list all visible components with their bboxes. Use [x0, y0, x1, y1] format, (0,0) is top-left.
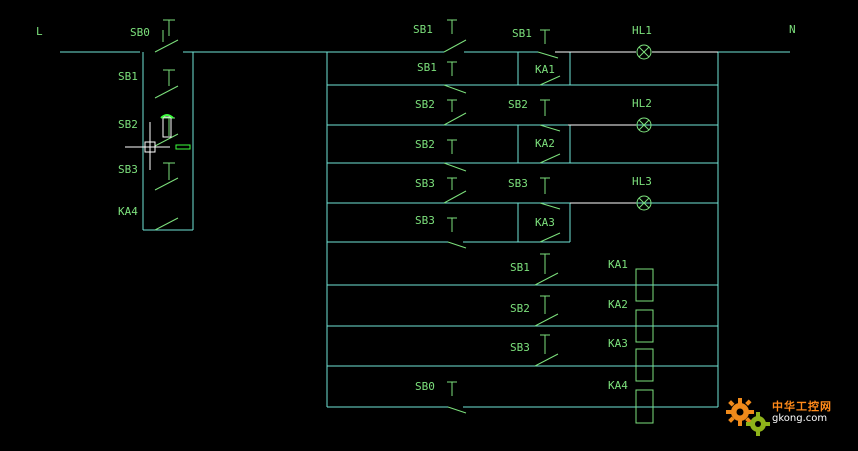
label-col2-3: SB2	[415, 138, 435, 151]
watermark-logo: 中华工控网 gkong.com	[722, 388, 852, 446]
label-coil-1: KA2	[608, 298, 628, 311]
label-lamp-0: HL1	[632, 24, 652, 37]
switch-sb1-col2b	[443, 61, 467, 94]
label-lamp-1: HL2	[632, 97, 652, 110]
switch-sb1-coil	[534, 253, 559, 286]
switch-sb1-left	[154, 69, 179, 99]
label-col3-ka-2: KA3	[535, 216, 555, 229]
label-coil-3: KA4	[608, 379, 628, 392]
switch-sb0-col2	[447, 381, 467, 414]
switch-sb3-col2a	[443, 177, 467, 204]
label-col2-1: SB1	[417, 61, 437, 74]
label-lamp-2: HL3	[632, 175, 652, 188]
switch-sb2-col3	[539, 99, 561, 132]
switch-sb3-coil	[534, 334, 559, 367]
label-col1-3: SB3	[118, 163, 138, 176]
switch-sb2-col2a	[443, 99, 467, 126]
label-col3-ka-1: KA2	[535, 137, 555, 150]
label-col1-0: SB0	[130, 26, 150, 39]
switch-sb3-col3	[539, 177, 561, 210]
logo-text-cn: 中华工控网	[772, 400, 832, 413]
label-col2-2: SB2	[415, 98, 435, 111]
switch-sb3-left	[154, 162, 179, 191]
label-col2-5: SB3	[415, 214, 435, 227]
label-neutral: N	[789, 23, 796, 36]
switch-sb2-coil	[534, 295, 559, 327]
label-col3-ka-0: KA1	[535, 63, 555, 76]
switch-contacts	[154, 19, 561, 414]
switch-sb2-col2b	[443, 139, 467, 172]
coil-ka4	[635, 389, 654, 424]
label-col3-4: SB2	[510, 302, 530, 315]
label-coil-2: KA3	[608, 337, 628, 350]
label-coil-0: KA1	[608, 258, 628, 271]
contact-ka1-col3	[539, 75, 561, 86]
gear-icon	[726, 398, 770, 436]
cad-crosshair-cursor	[125, 114, 191, 170]
lamp-hl3	[636, 195, 652, 211]
label-col1-4: KA4	[118, 205, 138, 218]
label-col3-3: SB1	[510, 261, 530, 274]
label-col3-2: SB3	[508, 177, 528, 190]
switch-sb0-left	[154, 19, 179, 53]
contact-ka4-left	[154, 217, 179, 231]
labels: L N SB0 SB1 SB2 SB3 KA4 SB1 SB1 SB2 SB2 …	[36, 23, 796, 393]
label-col3-0: SB1	[512, 27, 532, 40]
label-col1-1: SB1	[118, 70, 138, 83]
label-col3-5: SB3	[510, 341, 530, 354]
label-col2-6: SB0	[415, 380, 435, 393]
label-col1-2: SB2	[118, 118, 138, 131]
label-col3-1: SB2	[508, 98, 528, 111]
lamp-hl2	[636, 117, 652, 133]
label-line: L	[36, 25, 43, 38]
coil-ka1	[635, 268, 654, 302]
lamp-wires	[555, 51, 718, 204]
switch-sb3-col2b	[447, 217, 467, 249]
switch-sb2-left	[154, 117, 179, 147]
label-col2-0: SB1	[413, 23, 433, 36]
lamps	[636, 44, 652, 211]
contact-ka3-col3	[539, 232, 561, 243]
contact-ka2-col3	[539, 153, 561, 164]
coil-ka2	[635, 309, 654, 343]
lamp-hl1	[636, 44, 652, 60]
switch-sb1-col3	[537, 29, 559, 59]
wires	[60, 51, 790, 408]
coil-ka3	[635, 348, 654, 382]
switch-sb1-col2a	[443, 19, 467, 53]
logo-text-en: gkong.com	[772, 413, 828, 424]
relay-coils	[635, 268, 654, 424]
label-col2-4: SB3	[415, 177, 435, 190]
